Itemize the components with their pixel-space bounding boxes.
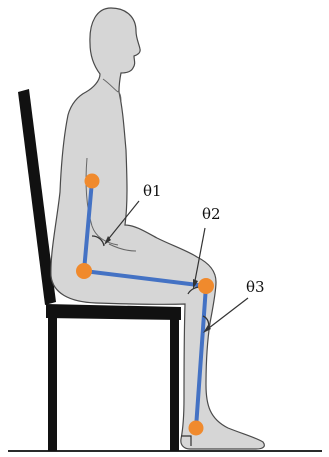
shoulder-joint bbox=[85, 174, 100, 189]
chair-front-leg bbox=[170, 318, 179, 451]
theta3-label: θ3 bbox=[246, 278, 265, 296]
ankle-joint bbox=[189, 421, 204, 436]
theta1-label: θ1 bbox=[143, 182, 162, 200]
chair-back-leg bbox=[48, 318, 57, 451]
hip-joint bbox=[76, 263, 92, 279]
theta2-label: θ2 bbox=[202, 205, 221, 223]
knee-joint bbox=[198, 278, 214, 294]
